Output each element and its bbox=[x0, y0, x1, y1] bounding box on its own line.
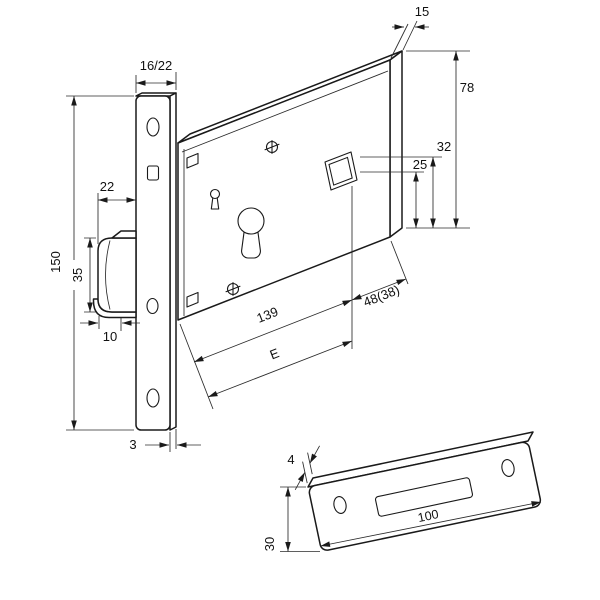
strike-screw-hole-right bbox=[501, 459, 515, 477]
dim-label-follower-top: 32 bbox=[437, 139, 451, 154]
bolt-curvature-line bbox=[105, 240, 111, 310]
dim-label-case-height: 78 bbox=[460, 80, 474, 95]
dim-label-faceplate-height: 150 bbox=[48, 251, 63, 273]
keyhole-circle bbox=[209, 188, 221, 200]
faceplate-screw-hole-bottom bbox=[146, 388, 160, 408]
dim-label-strike-thickness: 4 bbox=[287, 452, 294, 467]
screw-boss-cross bbox=[264, 139, 280, 155]
dim-label-bolt-height: 35 bbox=[70, 268, 85, 282]
dim-bolt-height: 35 bbox=[70, 237, 96, 313]
extension-line bbox=[280, 486, 320, 552]
extension-line bbox=[302, 452, 313, 484]
dim-label-faceplate-thickness: 3 bbox=[129, 437, 136, 452]
dim-follower-top: 32 bbox=[360, 139, 451, 228]
dimension-line bbox=[207, 340, 353, 398]
dim-label-case-depth: 15 bbox=[415, 4, 429, 19]
case-right-face bbox=[389, 50, 403, 238]
dim-strike-width: 30 bbox=[262, 486, 320, 552]
extension-line bbox=[169, 429, 177, 452]
dim-faceplate-width: 16/22 bbox=[135, 58, 177, 93]
dim-label-follower-to-edge: 48(38) bbox=[361, 282, 401, 310]
dim-case-depth: 15 bbox=[390, 4, 429, 59]
dim-label-strike-width: 30 bbox=[262, 537, 277, 551]
strike-plate bbox=[307, 431, 542, 551]
screw-boss-lower bbox=[225, 281, 241, 297]
case-front-face bbox=[177, 59, 391, 321]
bolt-top-face bbox=[111, 230, 137, 239]
deadbolt bbox=[92, 230, 137, 319]
extension-line bbox=[98, 316, 122, 331]
lock-case bbox=[177, 50, 403, 321]
extension-line bbox=[135, 72, 177, 93]
faceplate bbox=[135, 92, 177, 431]
label-backing bbox=[73, 260, 87, 290]
dimension-line bbox=[320, 501, 542, 547]
case-tab-upper bbox=[186, 152, 199, 169]
extension-line-left bbox=[179, 323, 214, 410]
dim-label-strike-length: 100 bbox=[417, 507, 440, 525]
dim-label-body-depth: 139 bbox=[255, 304, 281, 326]
dim-faceplate-thickness: 3 bbox=[129, 429, 201, 452]
extension-line bbox=[66, 95, 134, 431]
dim-label-bolt-throw: 22 bbox=[100, 179, 114, 194]
dim-label-bolt-thickness: 10 bbox=[103, 329, 117, 344]
follower-hole-inner bbox=[328, 156, 353, 186]
keyhole-stem bbox=[210, 197, 220, 210]
faceplate-front-face bbox=[135, 95, 171, 431]
screw-boss-cross bbox=[225, 281, 241, 297]
dim-backset: E bbox=[207, 340, 353, 398]
euro-cylinder-hole bbox=[237, 207, 265, 259]
faceplate-side-face bbox=[169, 92, 177, 431]
dimensions-strike: 4 100 30 bbox=[262, 445, 542, 552]
case-fold-line-top bbox=[181, 70, 389, 153]
dim-label-faceplate-width: 16/22 bbox=[140, 58, 173, 73]
dim-bolt-throw: 22 bbox=[97, 179, 136, 244]
follower-hole bbox=[324, 151, 358, 191]
dim-strike-length: 100 bbox=[320, 501, 542, 547]
faceplate-screw-hole-top bbox=[146, 117, 160, 137]
dimension-tail-upper bbox=[309, 445, 320, 464]
faceplate-slot bbox=[146, 165, 160, 181]
dim-follower-center: 25 bbox=[360, 157, 427, 228]
extension-line bbox=[390, 20, 418, 59]
extension-line bbox=[406, 50, 470, 229]
dim-label-follower-center: 25 bbox=[413, 157, 427, 172]
cylinder-stem bbox=[241, 230, 261, 259]
dim-label-backset: E bbox=[268, 345, 282, 362]
extension-line-right bbox=[390, 240, 409, 285]
bolt-front-face bbox=[97, 237, 137, 313]
screw-boss-upper bbox=[264, 139, 280, 155]
cylinder-circle bbox=[237, 207, 265, 235]
dim-bolt-thickness: 10 bbox=[80, 316, 140, 344]
dimension-line-follower-to-edge bbox=[351, 278, 407, 301]
faceplate-screw-hole-middle bbox=[146, 297, 159, 315]
keyhole bbox=[209, 188, 221, 210]
dim-case-height: 78 bbox=[406, 50, 474, 229]
